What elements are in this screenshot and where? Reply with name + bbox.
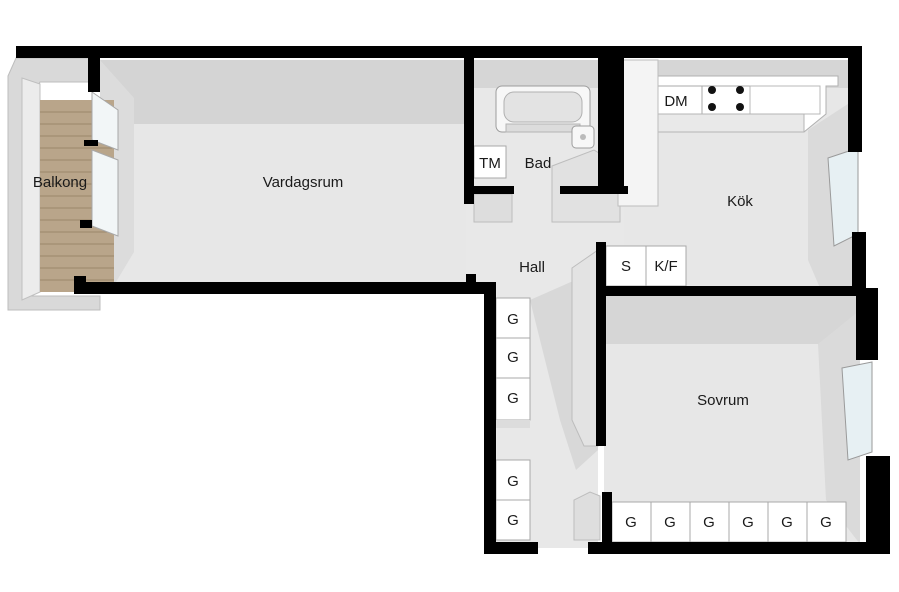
bad-label: Bad: [525, 155, 552, 172]
wall-bad-bottom: [470, 186, 514, 194]
wall-balcony-mid-post: [84, 140, 98, 146]
walls: [16, 46, 890, 554]
wall-bottom-hall: [484, 542, 538, 554]
hall-label: Hall: [519, 259, 545, 276]
hall-wardrobes: G G G G G: [495, 249, 599, 541]
bad-back-wall: [472, 60, 600, 88]
floors: [100, 60, 860, 548]
wall-balcony-low-post: [80, 220, 92, 228]
wardrobe-bed-3: [689, 501, 730, 543]
wall-right-kitchen: [848, 46, 862, 152]
wardrobe-hall-5: [495, 499, 531, 541]
kitchen-window: [827, 147, 859, 247]
wall-right-bedroom-top: [856, 288, 878, 360]
wall-balcony-bottom-post: [74, 276, 86, 294]
balcony-door: [91, 91, 119, 151]
hall-partition: [571, 249, 599, 447]
wardrobe-bed-2: [650, 501, 691, 543]
bedroom-fixtures: G G G G G G: [573, 361, 873, 543]
g-label-hall-1: G: [507, 311, 519, 328]
wall-vardagsrum-bottom: [78, 282, 496, 294]
wardrobe-hall-3: [495, 377, 531, 421]
wall-bad-kok: [598, 56, 624, 192]
wall-kok-sovrum: [602, 286, 860, 296]
wardrobe-bed-5: [767, 501, 808, 543]
kitchen-counter-front: [647, 113, 805, 133]
kitchen-fixtures: DM S K/F: [605, 59, 859, 287]
sovrum-entry-jamb: [573, 491, 601, 541]
wall-right-bedroom-low: [866, 456, 890, 552]
wall-bottom-bedroom: [588, 542, 890, 554]
dm-label: DM: [664, 93, 687, 110]
balcony-window: [91, 149, 119, 237]
s-label: S: [621, 258, 631, 275]
kok-label: Kök: [727, 193, 753, 210]
wall-vardagsrum-bad: [464, 56, 474, 204]
vardagsrum-back-wall: [100, 60, 466, 124]
wall-vardagsrum-bottom-stub: [466, 274, 476, 292]
sovrum-window: [841, 361, 873, 461]
g-label-hall-5: G: [507, 512, 519, 529]
g-label-bed-3: G: [703, 514, 715, 531]
wall-balcony-top-post: [88, 56, 100, 92]
hall-wall-stub: [473, 193, 513, 223]
wall-hall-left: [484, 284, 496, 554]
wall-bad-bottom-right: [560, 186, 628, 194]
g-label-hall-2: G: [507, 349, 519, 366]
kf-label: K/F: [654, 258, 677, 275]
g-label-hall-3: G: [507, 390, 519, 407]
wardrobe-bed-6: [806, 501, 847, 543]
g-label-hall-4: G: [507, 473, 519, 490]
tm-label: TM: [479, 155, 501, 172]
balkong-label: Balkong: [33, 174, 87, 191]
wall-bedroom-entry: [602, 492, 612, 544]
vardagsrum-label: Vardagsrum: [263, 174, 344, 191]
balcony: [7, 57, 119, 311]
sovrum-label: Sovrum: [697, 392, 749, 409]
wall-top: [16, 46, 860, 58]
room-labels: Balkong Vardagsrum Bad Kök Hall Sovrum: [33, 155, 754, 409]
g-label-bed-4: G: [742, 514, 754, 531]
wardrobe-bed-4: [728, 501, 769, 543]
wardrobe-hall-side-a: [496, 420, 530, 428]
wall-right-kitchen-low: [852, 232, 866, 294]
g-label-bed-5: G: [781, 514, 793, 531]
g-label-bed-2: G: [664, 514, 676, 531]
g-label-bed-1: G: [625, 514, 637, 531]
wall-hall-sovrum: [596, 242, 606, 446]
sovrum-back-wall: [604, 294, 860, 344]
kf-cabinet: [645, 245, 687, 287]
g-label-bed-6: G: [820, 514, 832, 531]
